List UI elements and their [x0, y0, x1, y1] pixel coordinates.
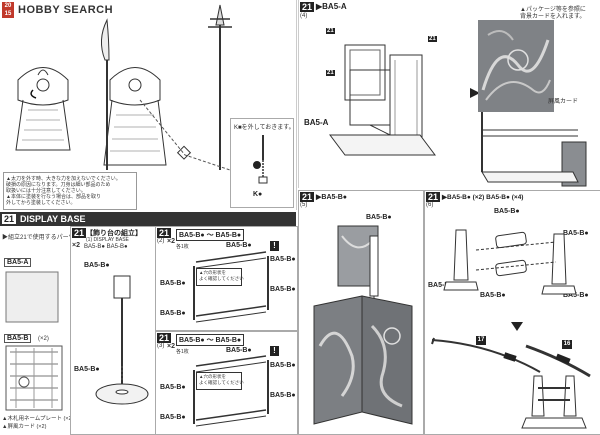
sword-marker-17: 17: [476, 336, 486, 345]
naginata-weapon-drawing: [101, 18, 110, 170]
part-a-label: BA5-A: [4, 258, 32, 267]
step-sub: (5): [300, 202, 308, 208]
arrow-down-icon: [511, 322, 523, 331]
frame-title: BA5-B● ～ BA5-B●: [176, 334, 245, 346]
k-part-drawing: [253, 135, 268, 184]
rack-part-label: BA5-B●: [480, 292, 506, 299]
folding-screen-title: ▶BA5-B●: [316, 194, 348, 201]
base-label: BA5-B●: [74, 366, 100, 373]
step-sub: (6): [426, 202, 434, 208]
step-number: 21: [157, 228, 172, 238]
frame-part-label: BA5-B●: [160, 414, 186, 421]
hole-shape-note-text: ▲穴の形状を よく確認してください: [199, 374, 244, 385]
step-number: 21: [2, 214, 17, 224]
samurai-illustration-left: [15, 67, 71, 151]
frame-part-label: BA5-B●: [226, 347, 252, 354]
frame-part-label: BA5-B●: [270, 256, 296, 263]
swords-on-rack-drawing: [431, 337, 591, 429]
card-note-line: 背景カードを入れます。: [520, 14, 586, 20]
logo-badge-bottom: 15: [4, 11, 12, 17]
k-part-note: K■を外しておきます。: [234, 125, 295, 131]
part-b-label: BA5-B: [4, 334, 32, 343]
card-note-line: ▲パッケージ等を参照に: [520, 7, 586, 13]
sword-marker-16: 16: [562, 340, 572, 349]
frame-part-label: BA5-B●: [270, 362, 296, 369]
frame-bars-drawing: [193, 251, 269, 323]
rack-part-label: BA5-B●: [494, 208, 520, 215]
step-number: 21: [300, 2, 315, 12]
caution-line: ▲本体に塗装を行なう場合は、部品を取り: [6, 194, 101, 200]
sword-rack-title: ▶BA5-B● (×2) BA5-B● (×4): [442, 194, 524, 201]
part-a-sheet: [5, 271, 59, 323]
folding-screen-label: BA5-B●: [366, 214, 392, 221]
pole-label: BA5-B●: [84, 262, 110, 269]
stand-assembly-title: 【飾り台の組立】: [86, 230, 142, 237]
warning-icon: !: [270, 241, 279, 251]
step-title: ▶BA5-A: [316, 2, 347, 11]
parts-list-subtitle: ▶組立21で使用するパーツ: [2, 235, 75, 241]
rack-part-label: BA5-B●: [428, 282, 454, 289]
caution-line: 外してから塗装してください。: [6, 200, 76, 206]
part-marker: 21: [326, 28, 335, 34]
label-note: 各1枚: [176, 349, 189, 355]
frame-part-label: BA5-B●: [160, 384, 186, 391]
part-b-count: (×2): [38, 336, 49, 342]
hole-shape-note: ▲穴の形状を よく確認してください: [196, 372, 244, 390]
hole-shape-note: ▲穴の形状を よく確認してください: [196, 268, 244, 286]
frame-part-label: BA5-B●: [270, 286, 296, 293]
frame-part-label: BA5-B●: [270, 392, 296, 399]
frame-part-label: BA5-B●: [160, 310, 186, 317]
step-number: 21: [426, 192, 441, 202]
background-card-image: [478, 20, 554, 112]
part-marker: 21: [428, 36, 437, 42]
k-part-callout: K■を外しておきます。 K●: [230, 118, 295, 208]
frame-title: BA5-B● ～ BA5-B●: [176, 229, 245, 241]
logo-badge-top: 20: [4, 3, 12, 9]
step-number: 21: [157, 333, 172, 343]
folding-screen-drawing: [313, 225, 413, 425]
card-label: 屏風カード: [548, 99, 579, 105]
stand-assembly-sub: (1) DISPLAY BASE: [86, 237, 129, 243]
rack-part-label: BA5-B●: [563, 230, 589, 237]
frame-part-label: BA5-B●: [226, 242, 252, 249]
parts-header: BA5-B● BA5-B●: [84, 244, 128, 250]
multiplier-badge: ×2: [72, 242, 80, 249]
logo-badge: 20 15: [2, 2, 14, 18]
step-sub: (4): [300, 13, 308, 19]
stand-pole-drawing: [95, 275, 149, 405]
footer-note: ▲屏風カード (×2): [2, 424, 47, 430]
frame-part-label: BA5-B●: [160, 280, 186, 287]
caution-line: ▲太刀を外す時、大きな力を加えないでください。: [6, 176, 121, 182]
display-base-title: DISPLAY BASE: [20, 214, 86, 224]
caution-box: ▲太刀を外す時、大きな力を加えないでください。 破損の原因になります。刀身は細い…: [3, 172, 137, 210]
hole-shape-note-text: ▲穴の形状を よく確認してください: [199, 270, 244, 281]
warning-icon: !: [270, 346, 279, 356]
footer-note: ▲木札用ネームプレート (×2): [2, 416, 74, 422]
logo-brand-text: HOBBY SEARCH: [18, 4, 114, 16]
display-frame-right: [481, 112, 587, 187]
caution-line: 取扱いには十分注意してください。: [6, 188, 86, 194]
base-label: BA5-A: [304, 118, 329, 127]
dashed-guide-line: [139, 99, 246, 176]
step-number: 21: [300, 192, 315, 202]
step-sub: (3): [157, 343, 165, 349]
multiplier-badge: ×2: [167, 343, 175, 350]
spear-weapon-drawing: [208, 4, 232, 170]
multiplier-badge: ×2: [167, 238, 175, 245]
display-base-bar: [0, 212, 296, 226]
step-number: 21: [72, 228, 87, 238]
label-note: 各1枚: [176, 244, 189, 250]
rack-part-label: BA5-B●: [563, 292, 589, 299]
frame-bars-drawing: [193, 355, 269, 427]
step-sub: (2): [157, 238, 165, 244]
part-b-runner: [5, 345, 63, 411]
sword-rack-drawing: [443, 229, 577, 295]
k-part-label: K●: [253, 191, 263, 198]
arrow-right-icon: [470, 88, 480, 98]
part-marker: 21: [326, 70, 335, 76]
caution-line: 破損の原因になります。刀身は細い部品のため: [6, 182, 111, 188]
screen-frame-drawing: [329, 44, 436, 156]
